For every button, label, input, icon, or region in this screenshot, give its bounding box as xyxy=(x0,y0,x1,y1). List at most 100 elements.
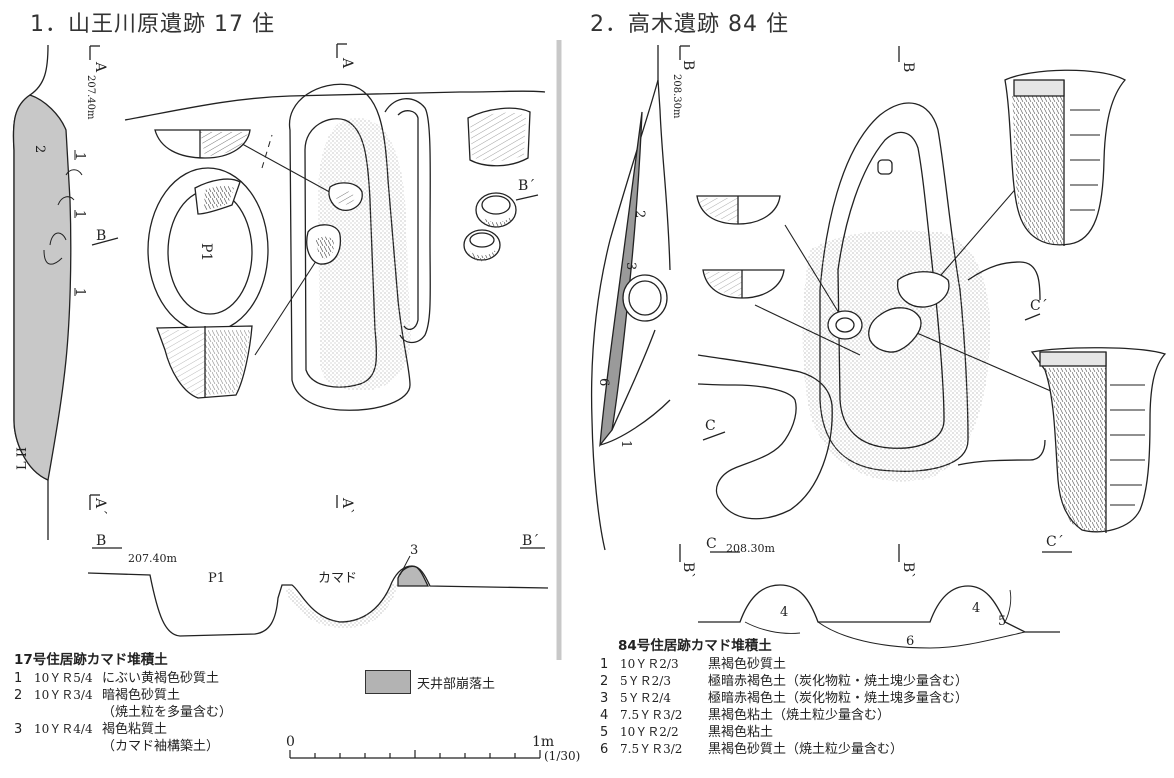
legend-row-text: 黒褐色粘土（焼土粒少量含む） xyxy=(708,708,891,723)
label-elevation-a: 207.40m xyxy=(85,75,96,120)
legend-row-code: 10ＹＲ5/4 xyxy=(34,671,93,685)
label-a-prime-left: A´ xyxy=(92,497,108,515)
legend-left-row-2-note: （焼土粒を多量含む） xyxy=(14,704,232,721)
label-lii: L II xyxy=(15,447,30,470)
legend-row-code: 5ＹＲ2/4 xyxy=(620,691,671,705)
right-pottery-2 xyxy=(868,307,922,353)
label-a-top-left: A xyxy=(92,61,108,73)
legend-row-code: 7.5ＹＲ3/2 xyxy=(620,708,683,722)
title-right: 2．高木遺跡 84 住 xyxy=(590,12,789,37)
right-kamado-stipple xyxy=(802,230,990,482)
label-profile-6: 6 xyxy=(906,634,914,649)
scale-one-meter: 1m xyxy=(532,734,554,750)
label-layer-2-right: 2 xyxy=(632,210,647,218)
label-p1-plan: P1 xyxy=(198,243,214,261)
label-b-top-left-right: B xyxy=(680,60,696,70)
legend-left-heading: 17号住居跡カマド堆積土 xyxy=(14,652,168,668)
label-layer-6-right: 6 xyxy=(596,378,611,386)
left-plan xyxy=(12,43,546,549)
legend-left-row-3-note: （カマド袖構築土） xyxy=(14,738,232,755)
legend-row-note: （焼土粒を多量含む） xyxy=(102,705,233,720)
label-b-left: B xyxy=(96,228,106,244)
right-vertical-section xyxy=(590,45,659,551)
legend-row-number: 2 xyxy=(14,688,23,703)
label-profile-4b: 4 xyxy=(972,601,980,616)
label-p1-profile: P1 xyxy=(208,571,225,586)
legend-right-row-4: 4 7.5ＹＲ3/2 黒褐色粘土（焼土粒少量含む） xyxy=(600,707,968,724)
legend-right: 84号住居跡カマド堆積土 1 10ＹＲ2/3 黒褐色砂質土 2 5ＹＲ2/3 極… xyxy=(600,638,968,758)
label-c-prime-right: C´ xyxy=(1030,298,1048,314)
label-layer-1b-left: 1 xyxy=(72,210,87,218)
label-c-profile: C xyxy=(706,536,717,552)
scale-zero: 0 xyxy=(286,734,295,750)
left-profile xyxy=(87,555,549,637)
label-layer-3-profile: 3 xyxy=(410,543,418,558)
label-layer-3-right: 3 xyxy=(623,262,638,270)
label-b-lower-right: B` xyxy=(900,562,916,579)
legend-left-row-1: 1 10ＹＲ5/4 にぶい黄褐色砂質土 xyxy=(14,670,232,687)
small-stone xyxy=(877,159,893,175)
legend-row-number: 4 xyxy=(600,708,609,723)
legend-row-code: 10ＹＲ2/3 xyxy=(620,657,679,671)
left-collapse-layer xyxy=(12,94,72,481)
scale-ratio: (1/30) xyxy=(544,749,580,763)
label-elevation-b: 207.40m xyxy=(128,552,177,565)
label-b-prime-left: B´ xyxy=(518,178,535,194)
label-kamado-profile: カマド xyxy=(318,571,357,586)
label-elevation-b-right: 208.30m xyxy=(671,74,682,119)
legend-right-row-1: 1 10ＹＲ2/3 黒褐色砂質土 xyxy=(600,656,968,673)
legend-right-heading: 84号住居跡カマド堆積土 xyxy=(618,638,772,654)
label-b-top-right: B xyxy=(900,62,916,72)
legend-right-row-2: 2 5ＹＲ2/3 極暗赤褐色土（炭化物粒・焼土塊少量含む） xyxy=(600,673,968,690)
legend-row-number: 6 xyxy=(600,742,609,757)
label-layer-1a-left: 1 xyxy=(72,152,87,160)
legend-row-number: 3 xyxy=(14,722,23,737)
legend-row-text: 極暗赤褐色土（炭化物粒・焼土塊多量含む） xyxy=(708,691,969,706)
legend-right-row-6: 6 7.5ＹＲ3/2 黒褐色砂質土（焼土粒少量含む） xyxy=(600,741,968,758)
title-left: 1．山王川原遺跡 17 住 xyxy=(30,12,275,37)
label-b-profile: B xyxy=(96,533,106,549)
label-layer-2-left: 2 xyxy=(32,145,47,153)
label-profile-5: 5 xyxy=(998,614,1006,629)
legend-row-number: 5 xyxy=(600,725,609,740)
right-pottery-1 xyxy=(897,271,950,308)
legend-row-code: 10ＹＲ3/4 xyxy=(34,688,93,702)
label-b-prime-profile: B´ xyxy=(522,533,539,549)
label-a-top: A xyxy=(339,57,355,69)
legend-left-row-2: 2 10ＹＲ3/4 暗褐色砂質土 xyxy=(14,687,232,704)
legend-row-text: 褐色粘質土 xyxy=(102,722,168,737)
right-bowl-ring xyxy=(827,310,863,340)
label-b-lower-left-right: B` xyxy=(680,562,696,579)
legend-row-code: 5ＹＲ2/3 xyxy=(620,674,671,688)
label-profile-4a: 4 xyxy=(780,605,788,620)
label-c-prime-profile: C´ xyxy=(1046,534,1064,550)
legend-left-row-3: 3 10ＹＲ4/4 褐色粘質土 xyxy=(14,721,232,738)
legend-row-number: 1 xyxy=(600,657,609,672)
right-plan xyxy=(590,45,1167,562)
right-profile xyxy=(698,584,1060,649)
legend-row-text: 黒褐色粘土 xyxy=(708,725,774,740)
legend-right-row-5: 5 10ＹＲ2/2 黒褐色粘土 xyxy=(600,724,968,741)
legend-row-code: 10ＹＲ2/2 xyxy=(620,725,679,739)
legend-row-number: 3 xyxy=(600,691,609,706)
legend-row-number: 1 xyxy=(14,671,23,686)
legend-left: 17号住居跡カマド堆積土 1 10ＹＲ5/4 にぶい黄褐色砂質土 2 10ＹＲ3… xyxy=(14,652,232,755)
label-elevation-c: 208.30m xyxy=(726,542,775,555)
legend-row-text: にぶい黄褐色砂質土 xyxy=(102,671,220,686)
label-layer-1c-left: 1 xyxy=(72,288,87,296)
legend-row-text: 極暗赤褐色土（炭化物粒・焼土塊少量含む） xyxy=(708,674,969,689)
legend-right-row-3: 3 5ＹＲ2/4 極暗赤褐色土（炭化物粒・焼土塊多量含む） xyxy=(600,690,968,707)
collapse-swatch xyxy=(365,670,411,694)
scale-bar xyxy=(289,750,541,759)
legend-row-code: 10ＹＲ4/4 xyxy=(34,722,93,736)
legend-row-text: 黒褐色砂質土（焼土粒少量含む） xyxy=(708,742,904,757)
legend-row-text: 黒褐色砂質土 xyxy=(708,657,787,672)
collapse-legend: 天井部崩落土 xyxy=(365,670,495,694)
legend-row-code: 7.5ＹＲ3/2 xyxy=(620,742,683,756)
label-layer-1-right: 1 xyxy=(618,440,633,448)
legend-row-text: 暗褐色砂質土 xyxy=(102,688,181,703)
legend-row-number: 2 xyxy=(600,674,609,689)
label-a-lower: A` xyxy=(339,497,355,515)
label-c-left: C xyxy=(705,418,716,434)
